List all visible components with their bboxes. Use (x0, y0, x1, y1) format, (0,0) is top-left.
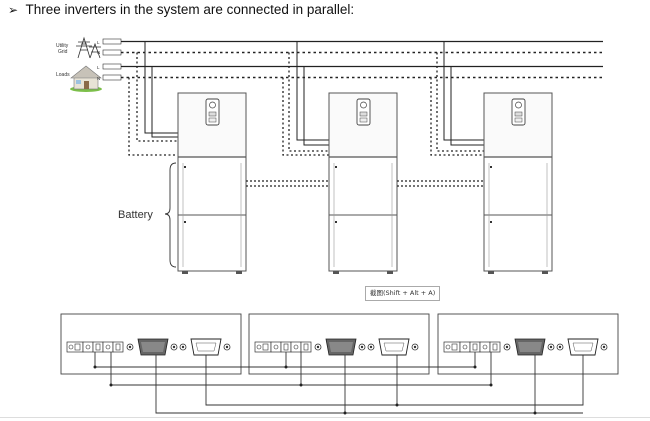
inverter-2-ac-drops (282, 41, 332, 156)
inverter-cabinet-3 (483, 92, 553, 275)
loads-label: Loads (56, 72, 70, 78)
screenshot-shortcut-tooltip: 截图(Shift + Alt + A) (365, 286, 441, 301)
utility-grid-tower-icon (76, 36, 101, 59)
utility-label-line2: Grid (58, 49, 68, 55)
heading-text: Three inverters in the system are connec… (25, 2, 355, 17)
battery-label: Battery (118, 209, 153, 221)
inverter-cabinet-1 (177, 92, 247, 275)
inverter-1-ac-drops (128, 41, 183, 156)
comm-board-3 (437, 313, 619, 375)
comm-wiring-nodes (93, 365, 537, 415)
battery-link-lines (246, 180, 484, 187)
comm-board-2 (248, 313, 430, 375)
ac-bus-lines (121, 40, 603, 79)
grid-l-terminal-label: L (97, 40, 100, 45)
load-n-terminal-label: N (97, 76, 100, 81)
comm-board-1 (60, 313, 242, 375)
load-l-terminal-label: L (97, 65, 100, 70)
bottom-divider (0, 417, 650, 418)
house-loads-icon (70, 65, 102, 92)
page-heading: ➢ Three inverters in the system are conn… (8, 2, 354, 17)
inverter-3-ac-drops (430, 41, 484, 156)
terminal-blocks (102, 38, 122, 81)
battery-brace (164, 162, 177, 268)
utility-label-line1: Utility (56, 43, 69, 49)
grid-n-terminal-label: N (97, 50, 100, 55)
inverter-cabinet-2 (328, 92, 398, 275)
arrow-bullet-icon: ➢ (8, 3, 19, 17)
